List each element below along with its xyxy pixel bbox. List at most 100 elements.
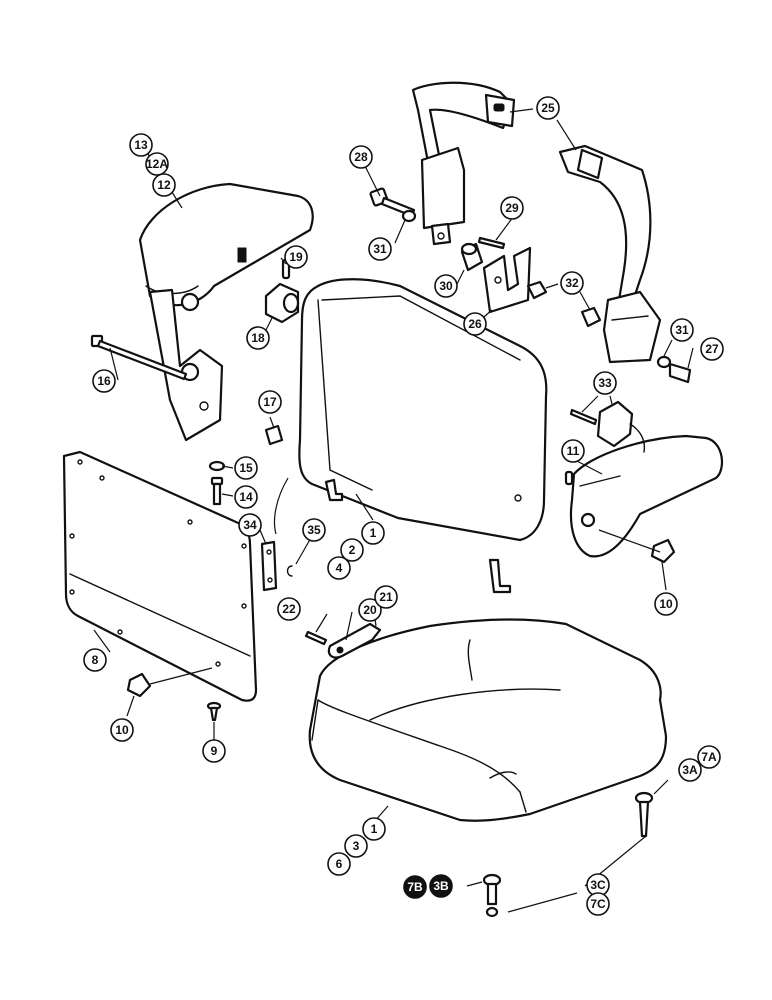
svg-text:21: 21 [379, 590, 393, 604]
callout-34: 34 [238, 513, 262, 537]
callout-31-right: 31 [670, 318, 694, 342]
washer-15 [208, 460, 226, 472]
callout-7B: 7B [403, 875, 427, 899]
knob-18 [264, 282, 300, 324]
svg-text:16: 16 [97, 374, 111, 388]
screw-9 [206, 701, 222, 722]
svg-text:6: 6 [336, 857, 343, 871]
leader-lines [93, 108, 694, 913]
callout-2: 2 [340, 538, 364, 562]
right-armrest [569, 434, 724, 558]
svg-text:35: 35 [307, 523, 321, 537]
spacer-30 [460, 242, 484, 272]
svg-text:9: 9 [211, 744, 218, 758]
mount-3a-7a [634, 791, 654, 838]
svg-text:20: 20 [363, 603, 377, 617]
svg-text:7B: 7B [407, 880, 423, 894]
svg-text:3A: 3A [682, 763, 698, 777]
svg-text:3C: 3C [590, 878, 606, 892]
callout-16: 16 [92, 369, 116, 393]
callout-15: 15 [234, 456, 258, 480]
callout-30: 30 [434, 274, 458, 298]
callout-21: 21 [374, 585, 398, 609]
callout-22: 22 [277, 597, 301, 621]
bolt-16 [90, 334, 188, 381]
callout-35: 35 [302, 518, 326, 542]
screw-22 [304, 630, 328, 646]
clip-35 [286, 565, 293, 577]
svg-text:13: 13 [134, 138, 148, 152]
svg-text:11: 11 [567, 444, 580, 458]
bracket-34 [260, 540, 278, 592]
clip-10-left [126, 672, 152, 698]
svg-text:10: 10 [659, 597, 673, 611]
backrest [298, 278, 548, 594]
callout-14: 14 [234, 485, 258, 509]
callout-11: 11 [561, 439, 585, 463]
callout-18: 18 [246, 326, 270, 350]
callout-8: 8 [83, 648, 107, 672]
svg-text:31: 31 [675, 323, 689, 337]
bolt-14 [210, 476, 224, 506]
svg-text:26: 26 [468, 317, 482, 331]
svg-text:34: 34 [243, 518, 257, 532]
svg-text:32: 32 [565, 276, 579, 290]
callout-31: 31 [368, 237, 392, 261]
svg-text:10: 10 [115, 723, 129, 737]
callout-10-right: 10 [654, 592, 678, 616]
svg-text:25: 25 [541, 101, 555, 115]
svg-text:8: 8 [92, 653, 99, 667]
callout-10-left: 10 [110, 718, 134, 742]
svg-text:33: 33 [598, 376, 612, 390]
callout-32: 32 [560, 271, 584, 295]
svg-text:31: 31 [373, 242, 387, 256]
callout-3C: 3C [586, 873, 610, 897]
callout-13: 13 [129, 133, 153, 157]
clip-10-right [650, 538, 676, 564]
callout-27: 27 [700, 337, 724, 361]
callout-3B: 3B [429, 874, 453, 898]
svg-text:1: 1 [370, 526, 377, 540]
svg-text:7C: 7C [590, 897, 606, 911]
svg-text:2: 2 [349, 543, 356, 557]
nut-17 [264, 424, 284, 446]
svg-text:22: 22 [282, 602, 296, 616]
svg-text:19: 19 [289, 250, 303, 264]
mount-3b-7b [482, 873, 502, 918]
svg-text:1: 1 [371, 822, 378, 836]
callout-4: 4 [327, 556, 351, 580]
pin-11 [564, 470, 574, 486]
svg-text:28: 28 [354, 150, 368, 164]
svg-text:12: 12 [157, 178, 171, 192]
callout-3: 3 [344, 834, 368, 858]
svg-text:4: 4 [336, 561, 343, 575]
svg-text:7A: 7A [701, 750, 717, 764]
callout-29: 29 [500, 196, 524, 220]
svg-text:3: 3 [353, 839, 360, 853]
callout-19: 19 [284, 245, 308, 269]
seat-belt-left-half [411, 81, 516, 246]
svg-text:27: 27 [705, 342, 719, 356]
callout-7C: 7C [586, 892, 610, 916]
bracket-26 [482, 246, 532, 314]
seat-cushion [308, 618, 668, 822]
bolt-29 [477, 236, 506, 250]
callout-17: 17 [258, 390, 282, 414]
latch-20 [327, 622, 382, 659]
svg-text:30: 30 [439, 279, 453, 293]
callout-33: 33 [593, 371, 617, 395]
callout-12: 12 [152, 173, 176, 197]
bolt-27 [656, 355, 692, 384]
callout-7A: 7A [697, 745, 721, 769]
svg-text:12A: 12A [146, 157, 168, 171]
switch-33 [569, 400, 646, 453]
callout-6: 6 [327, 852, 351, 876]
svg-text:17: 17 [263, 395, 277, 409]
callout-12A: 12A [145, 152, 169, 176]
callout-26: 26 [463, 312, 487, 336]
callout-28: 28 [349, 145, 373, 169]
svg-text:15: 15 [239, 461, 253, 475]
callout-1-backrest: 1 [361, 521, 385, 545]
callout-9: 9 [202, 739, 226, 763]
